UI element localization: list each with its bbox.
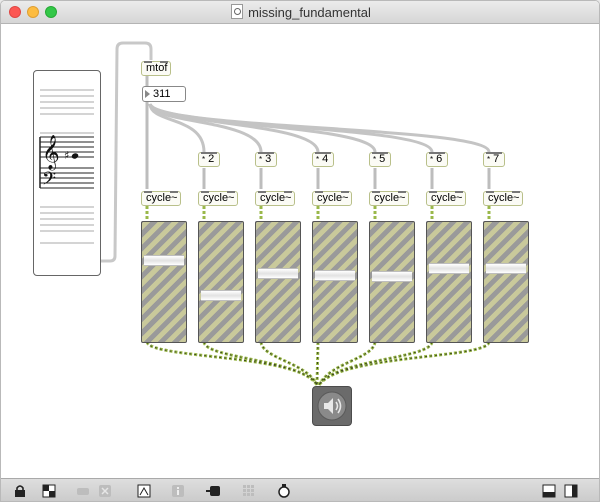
sidebar-icon[interactable] (564, 484, 578, 498)
staff-lines-top (40, 89, 94, 244)
slider-knob[interactable] (372, 271, 412, 282)
multiply-object-4[interactable]: *4 (312, 152, 334, 167)
slider-knob[interactable] (258, 268, 298, 279)
slider-knob[interactable] (429, 263, 469, 274)
multiplier-value: 5 (379, 153, 386, 165)
grid-icon[interactable] (242, 484, 256, 498)
split-view-icon[interactable] (542, 484, 556, 498)
object-icon[interactable] (206, 484, 220, 498)
multiplier-value: 6 (436, 153, 443, 165)
cycle-label: cycle~ (374, 192, 406, 204)
mtof-label: mtof (146, 62, 168, 74)
gain-slider-1[interactable] (141, 221, 187, 343)
number-arrow-icon (145, 90, 150, 98)
note-head[interactable] (71, 152, 79, 159)
multiply-operator: * (259, 155, 263, 164)
multiply-operator: * (202, 155, 206, 164)
link-icon[interactable] (76, 484, 90, 498)
cycle-object-3[interactable]: cycle~ (255, 191, 295, 206)
treble-clef-icon: 𝄞 (42, 135, 60, 171)
frequency-value: 311 (153, 88, 171, 100)
title-bar: missing_fundamental (1, 1, 599, 24)
multiply-object-5[interactable]: *5 (369, 152, 391, 167)
multiply-object-6[interactable]: *6 (426, 152, 448, 167)
window-title-area: missing_fundamental (1, 4, 599, 20)
multiplier-value: 2 (208, 153, 215, 165)
gain-slider-4[interactable] (312, 221, 358, 343)
gain-slider-7[interactable] (483, 221, 529, 343)
info-icon[interactable] (171, 484, 185, 498)
slider-knob[interactable] (315, 270, 355, 281)
debug-icon[interactable] (277, 484, 291, 498)
cycle-object-4[interactable]: cycle~ (312, 191, 352, 206)
multiply-object-2[interactable]: *2 (198, 152, 220, 167)
delete-icon[interactable] (98, 484, 112, 498)
staff-svg: 𝄞 𝄢 ♯ (39, 89, 94, 244)
cycle-label: cycle~ (317, 192, 349, 204)
gain-slider-2[interactable] (198, 221, 244, 343)
cycle-object-6[interactable]: cycle~ (426, 191, 466, 206)
slider-knob[interactable] (201, 290, 241, 301)
paste-icon[interactable] (137, 484, 151, 498)
cycle-object-5[interactable]: cycle~ (369, 191, 409, 206)
multiply-operator: * (487, 155, 491, 164)
gain-slider-6[interactable] (426, 221, 472, 343)
slider-knob[interactable] (486, 263, 526, 274)
notation-staff[interactable]: 𝄞 𝄢 ♯ (33, 70, 101, 276)
cycle-label: cycle~ (260, 192, 292, 204)
cycle-label: cycle~ (488, 192, 520, 204)
multiplier-value: 7 (493, 153, 500, 165)
multiply-operator: * (430, 155, 434, 164)
minimize-button[interactable] (27, 6, 39, 18)
cords-cycles-to-sliders (145, 206, 491, 219)
multiply-object-3[interactable]: *3 (255, 152, 277, 167)
bass-clef-icon: 𝄢 (42, 169, 56, 194)
cords-number-to-multipliers (148, 103, 491, 153)
patcher-toolbar (1, 478, 599, 501)
document-icon (231, 4, 244, 19)
multiplier-value: 3 (265, 153, 272, 165)
patcher-canvas[interactable]: 𝄞 𝄢 ♯ mtof 311 *2 *3 *4 *5 *6 (1, 24, 599, 478)
multiply-operator: * (373, 155, 377, 164)
sharp-icon: ♯ (64, 149, 69, 162)
gain-slider-5[interactable] (369, 221, 415, 343)
patch-cords (39, 41, 491, 386)
mtof-object[interactable]: mtof (141, 61, 171, 76)
slider-knob[interactable] (144, 255, 184, 266)
audio-output-button[interactable] (312, 386, 352, 426)
lock-icon[interactable] (13, 484, 27, 498)
presentation-icon[interactable] (42, 484, 56, 498)
cords-multipliers-to-cycles (202, 168, 491, 189)
cycle-object-7[interactable]: cycle~ (483, 191, 523, 206)
cycle-label: cycle~ (146, 192, 178, 204)
cycle-object-1[interactable]: cycle~ (141, 191, 181, 206)
speaker-icon (317, 391, 347, 421)
frequency-number-box[interactable]: 311 (142, 86, 186, 102)
cycle-label: cycle~ (203, 192, 235, 204)
window-title: missing_fundamental (248, 5, 371, 20)
multiplier-value: 4 (322, 153, 329, 165)
multiply-object-7[interactable]: *7 (483, 152, 505, 167)
cycle-label: cycle~ (431, 192, 463, 204)
gain-slider-3[interactable] (255, 221, 301, 343)
zoom-button[interactable] (45, 6, 57, 18)
cycle-object-2[interactable]: cycle~ (198, 191, 238, 206)
multiply-operator: * (316, 155, 320, 164)
close-button[interactable] (9, 6, 21, 18)
